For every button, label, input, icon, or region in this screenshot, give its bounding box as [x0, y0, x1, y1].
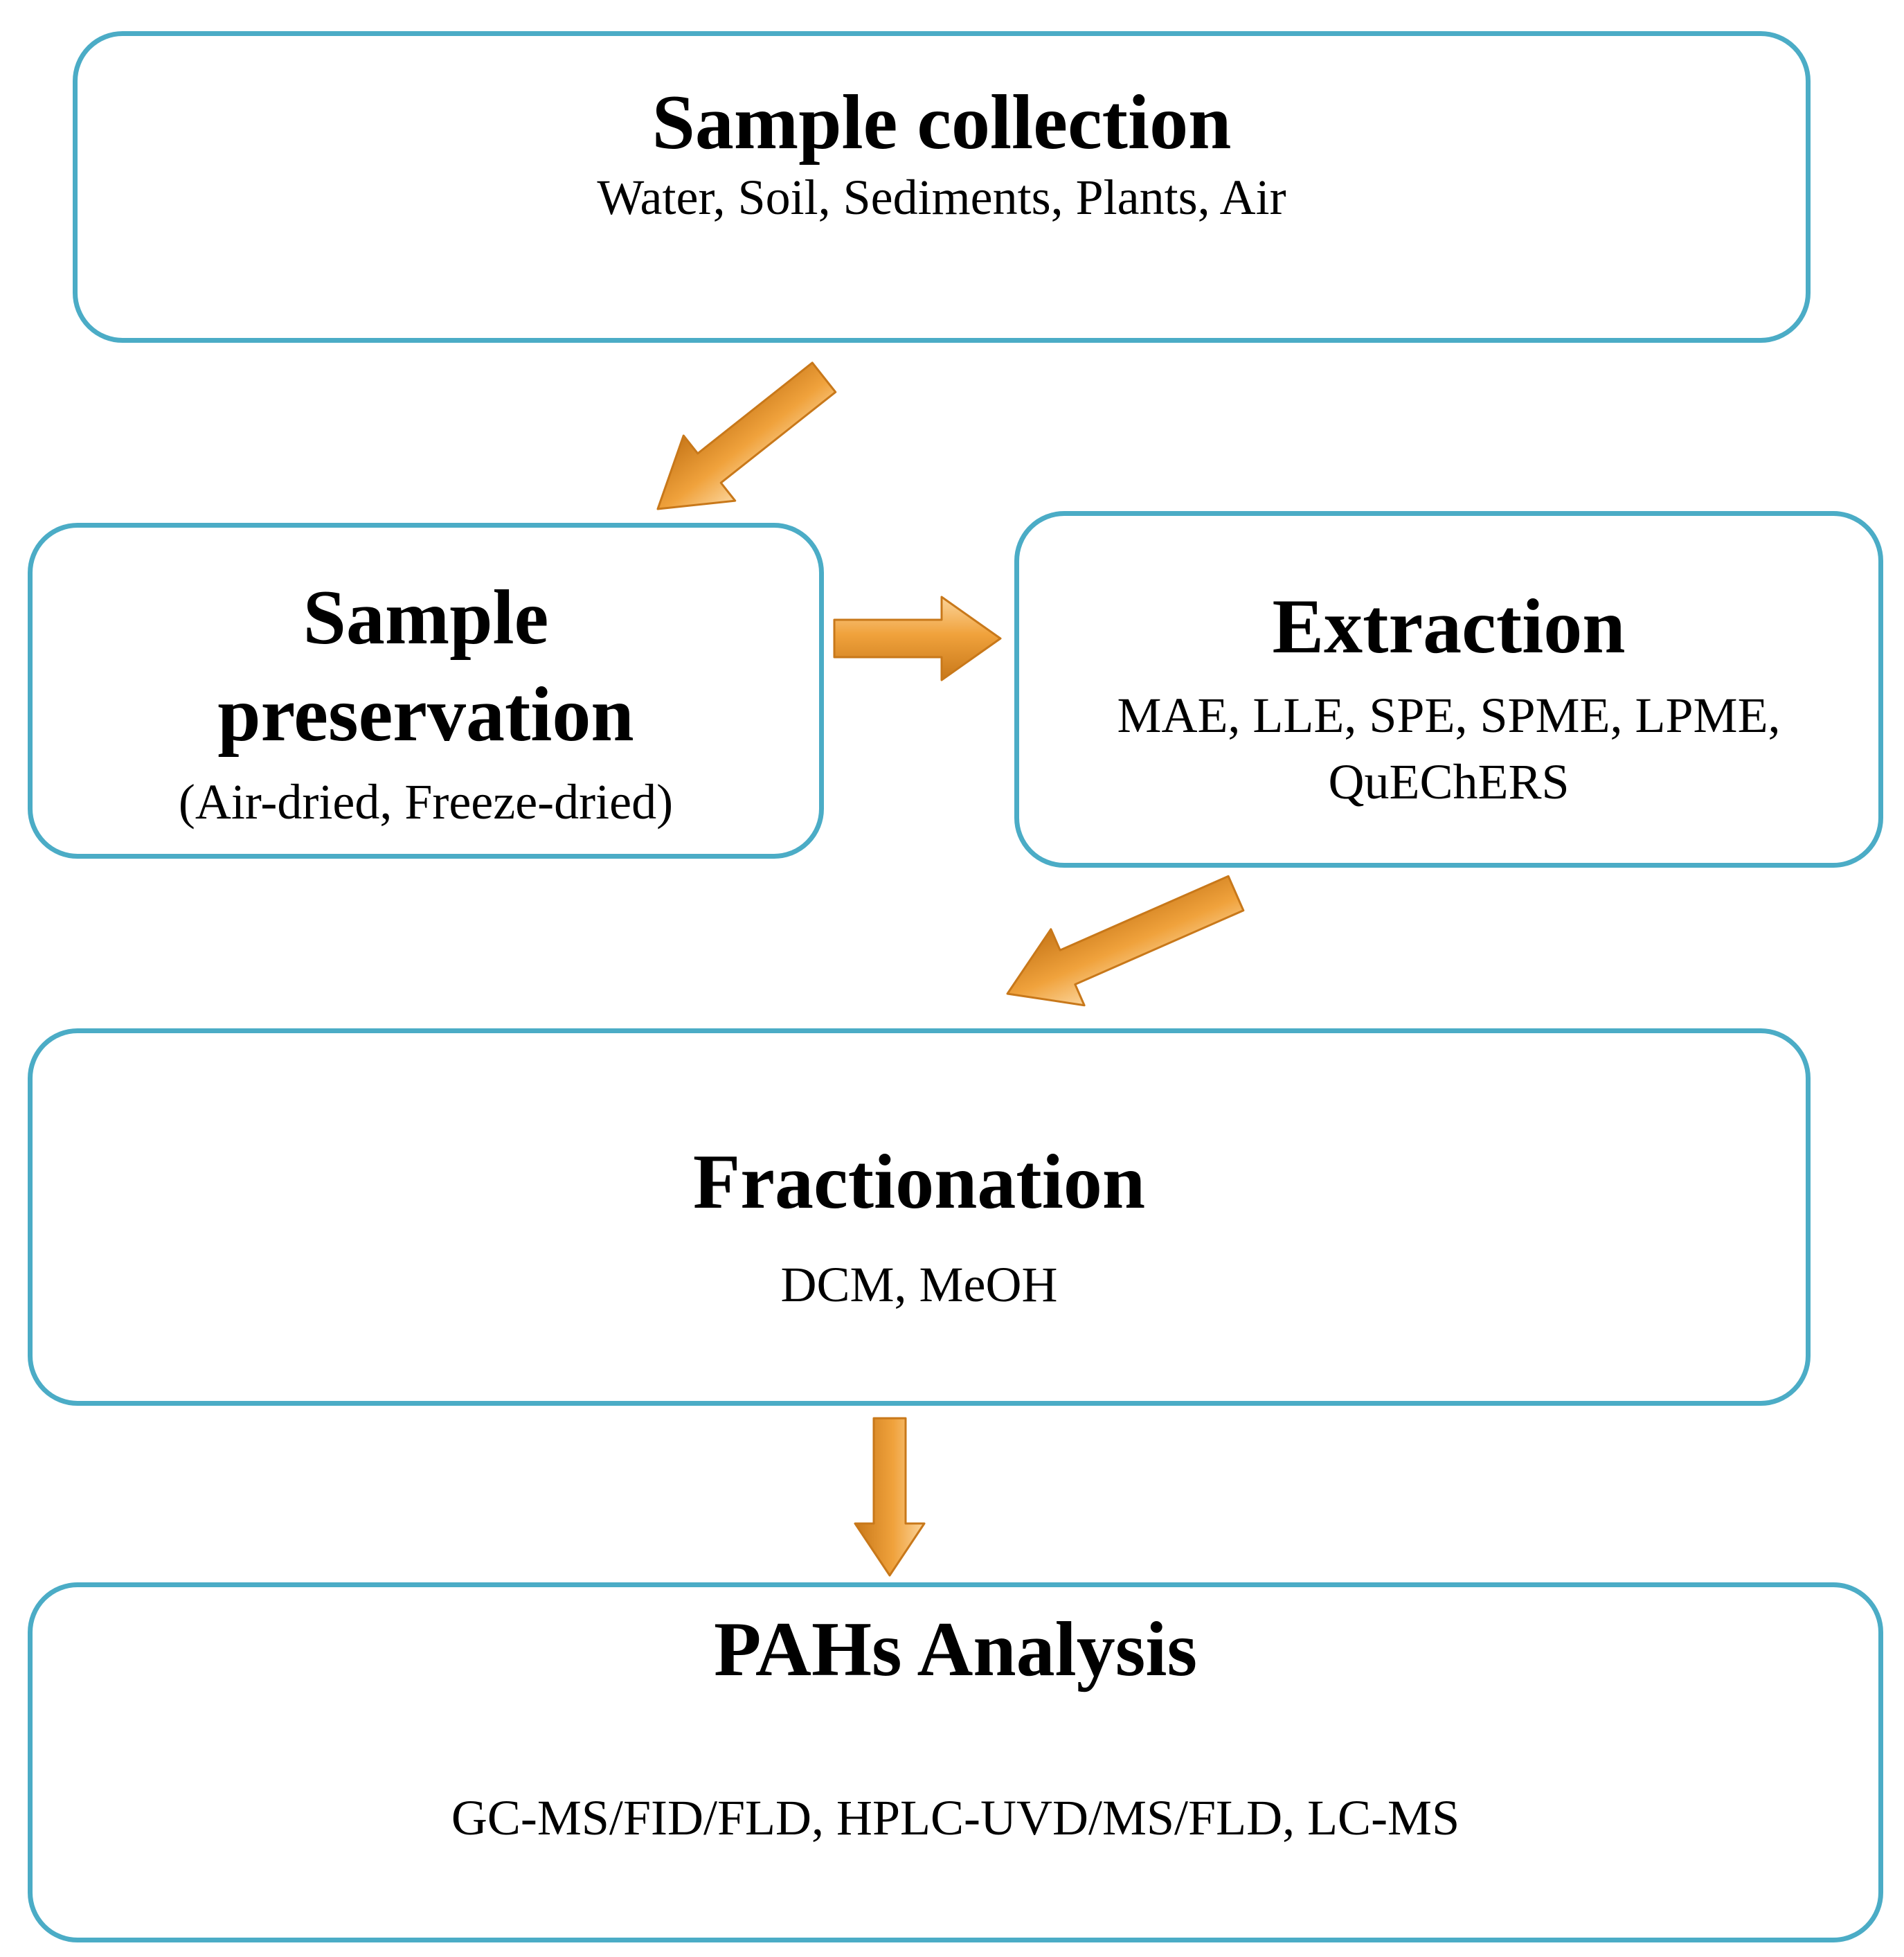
- arrow-fractionation-to-analysis: [854, 1417, 926, 1577]
- fractionation-title: Fractionation: [692, 1139, 1146, 1225]
- sample-collection-subtitle: Water, Soil, Sediments, Plants, Air: [597, 170, 1286, 225]
- extraction-node: Extraction MAE, LLE, SPE, SPME, LPME, Qu…: [1014, 511, 1883, 868]
- arrow-preservation-to-extraction: [833, 596, 1002, 681]
- sample-preservation-title-line2: preservation: [217, 672, 634, 758]
- arrow-extraction-to-fractionation: [1006, 875, 1245, 1007]
- fractionation-subtitle: DCM, MeOH: [780, 1257, 1058, 1312]
- pahs-analysis-title: PAHs Analysis: [713, 1607, 1198, 1692]
- arrow-collection-to-preservation: [656, 361, 837, 510]
- sample-collection-title: Sample collection: [652, 80, 1232, 166]
- sample-preservation-node: Sample preservation (Air-dried, Freeze-d…: [28, 523, 824, 859]
- sample-collection-node: Sample collection Water, Soil, Sediments…: [73, 31, 1811, 343]
- pahs-analysis-subtitle: GC-MS/FID/FLD, HPLC-UVD/MS/FLD, LC-MS: [451, 1790, 1460, 1846]
- pahs-analysis-node: PAHs Analysis GC-MS/FID/FLD, HPLC-UVD/MS…: [28, 1582, 1883, 1942]
- extraction-subtitle-line2: QuEChERS: [1328, 754, 1570, 810]
- extraction-subtitle-line1: MAE, LLE, SPE, SPME, LPME,: [1117, 688, 1781, 743]
- fractionation-node: Fractionation DCM, MeOH: [28, 1028, 1811, 1406]
- sample-preservation-title-line1: Sample: [303, 575, 549, 661]
- extraction-title: Extraction: [1272, 584, 1626, 670]
- sample-preservation-subtitle: (Air-dried, Freeze-dried): [178, 774, 674, 830]
